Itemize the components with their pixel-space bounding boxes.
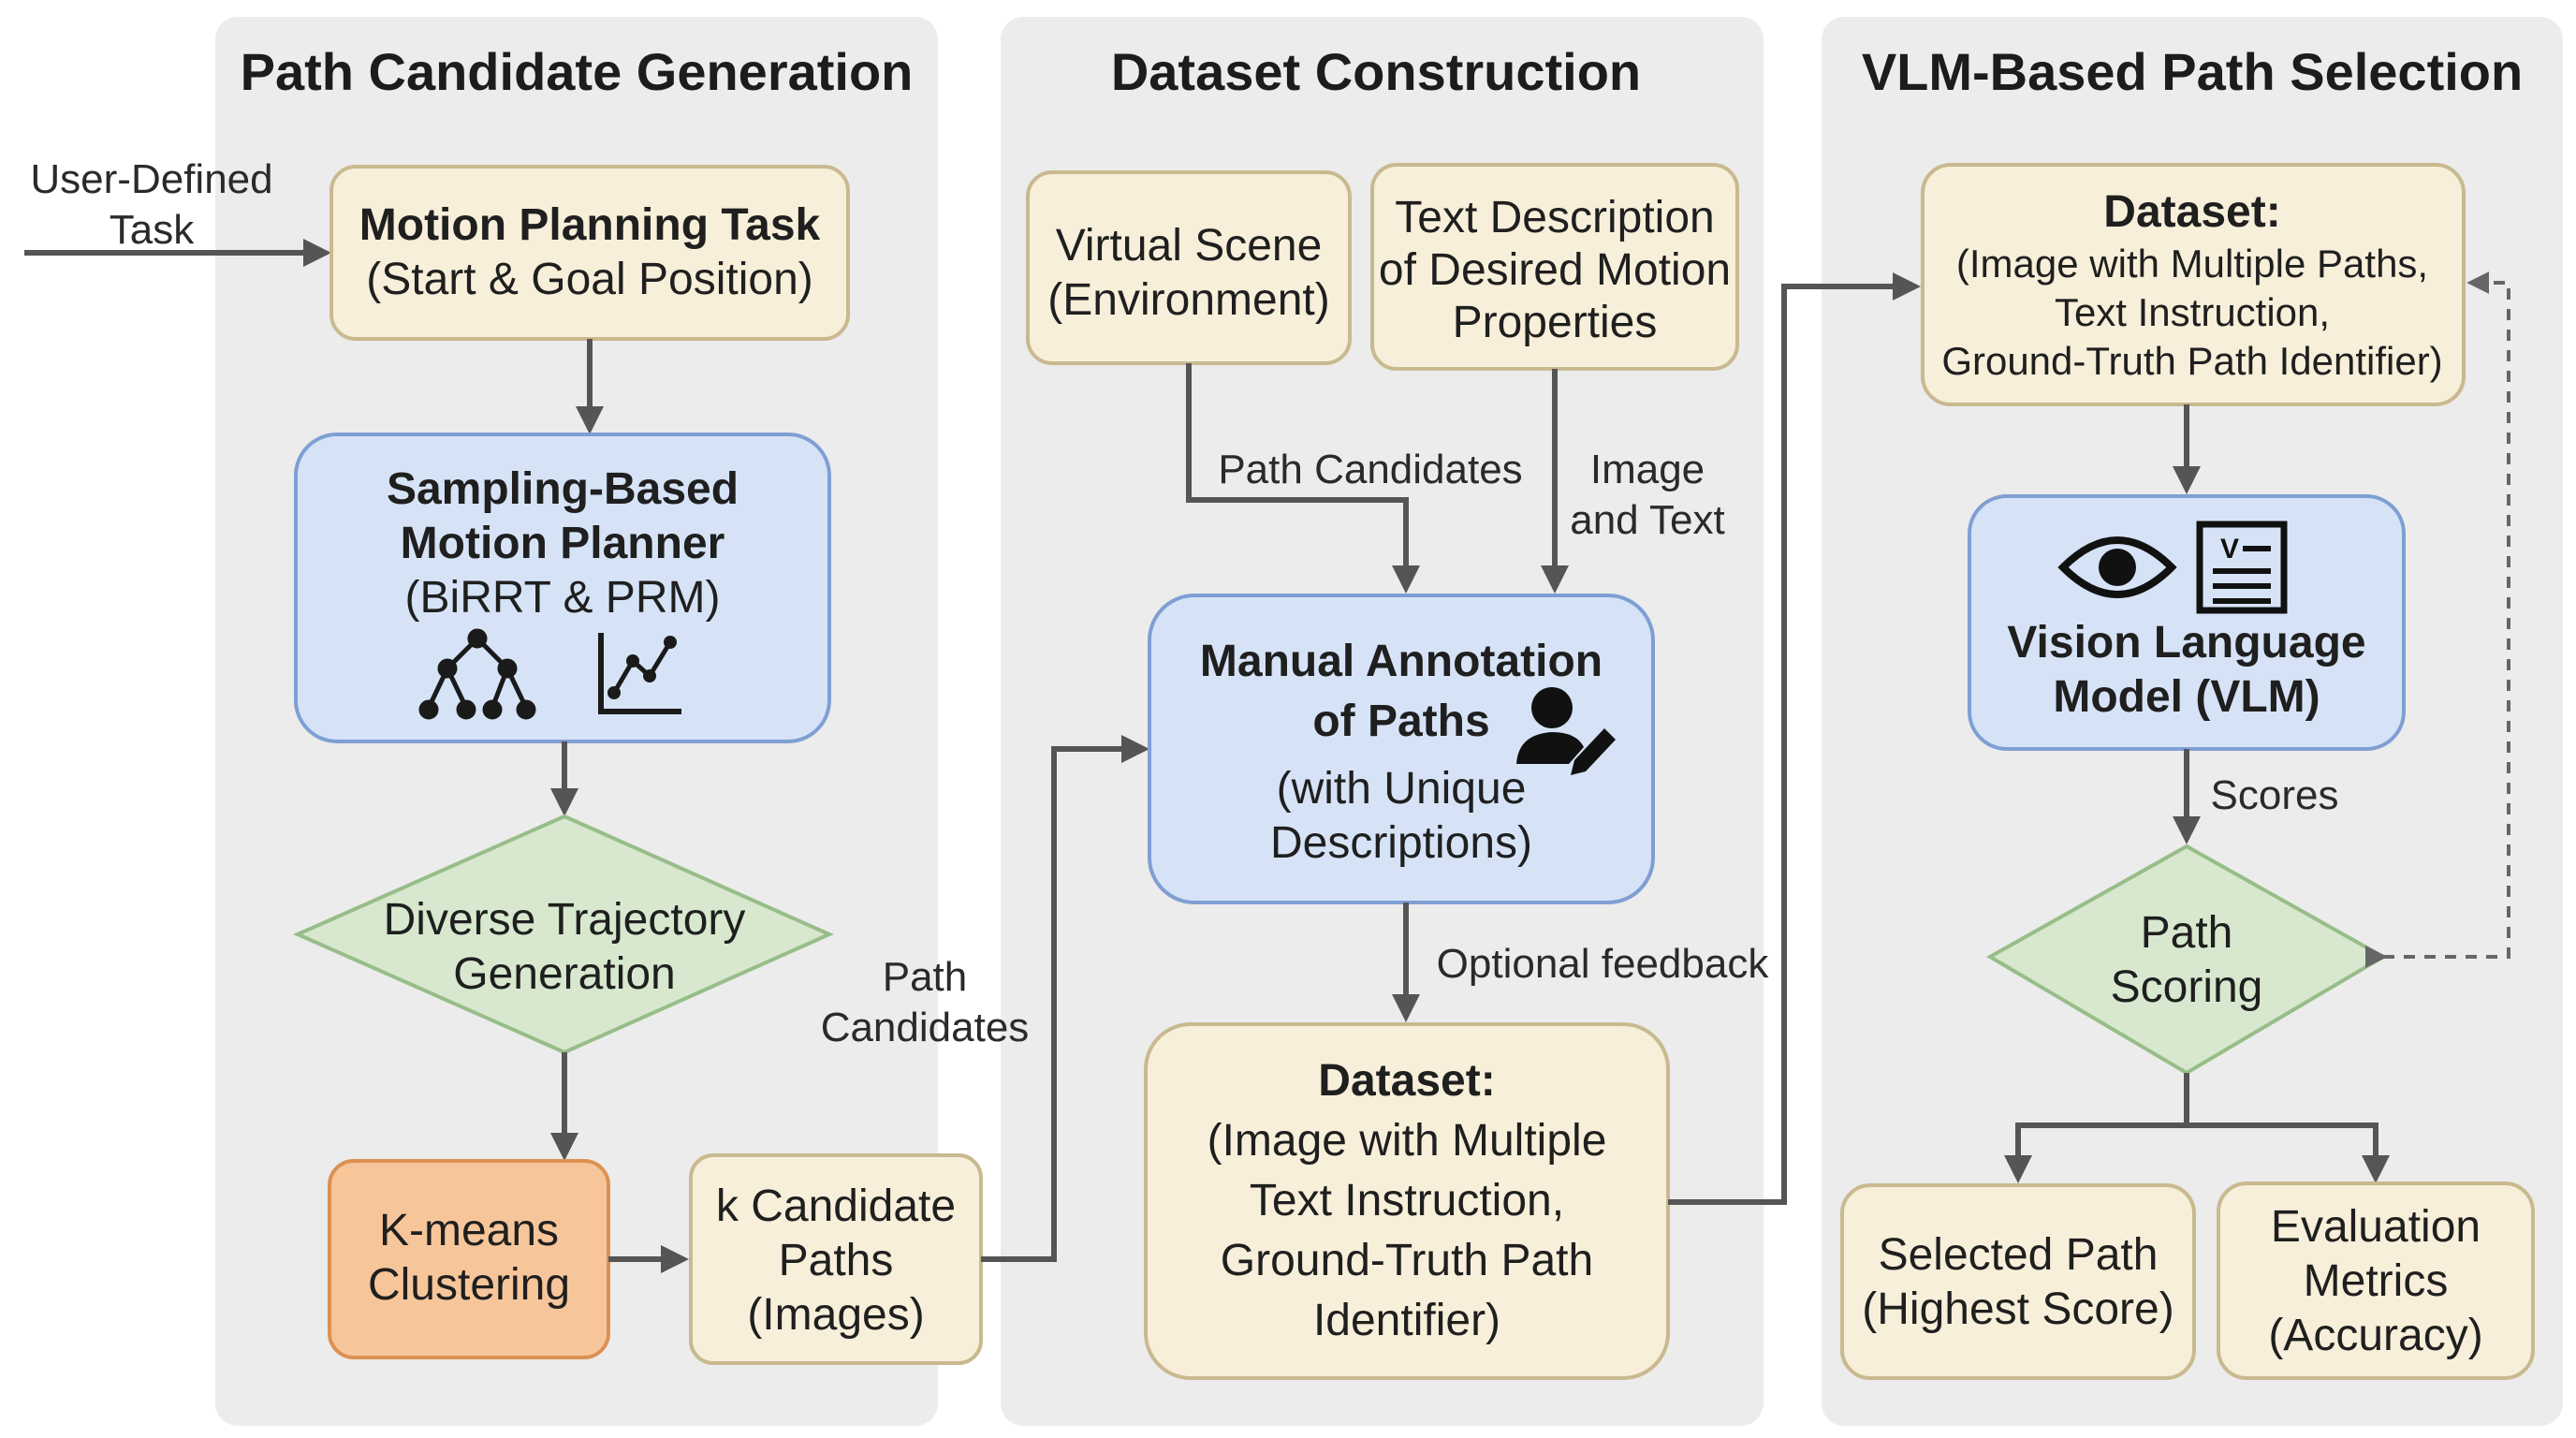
panel-title: VLM-Based Path Selection (1862, 42, 2523, 101)
node-text: Text Instruction, (1250, 1176, 1564, 1225)
node-selected-path: Selected Path (Highest Score) (1840, 1183, 2196, 1380)
arrow-to-annotation (981, 735, 1149, 1262)
node-text: Ground-Truth Path (1221, 1236, 1593, 1285)
node-text: Metrics (2304, 1256, 2449, 1306)
user-task-label: User-Defined (30, 156, 272, 202)
node-text: Virtual Scene (1056, 221, 1323, 271)
node-text: Motion Planning Task (359, 200, 821, 250)
svg-text:V: V (2220, 534, 2239, 565)
document-check-icon: V (2196, 521, 2288, 614)
node-text: Descriptions) (1270, 818, 1532, 868)
node-text: (with Unique (1277, 764, 1527, 814)
node-dataset-middle: Dataset: (Image with Multiple Text Instr… (1144, 1022, 1670, 1380)
node-text: Scoring (2111, 962, 2263, 1012)
edge-label-image-text: Image (1590, 447, 1705, 492)
node-text: Dataset: (2103, 187, 2280, 237)
arrow-path-candidates (1186, 363, 1420, 594)
node-text: (Image with Multiple Paths, (1956, 242, 2428, 286)
node-motion-planning-task: Motion Planning Task (Start & Goal Posit… (329, 165, 850, 341)
node-text: Evaluation (2271, 1202, 2481, 1252)
node-text: Identifier) (1313, 1296, 1500, 1345)
node-text: of Paths (1312, 697, 1489, 746)
node-dataset-right: Dataset: (Image with Multiple Paths, Tex… (1921, 163, 2466, 406)
node-diverse-trajectory-generation: Diverse Trajectory Generation (293, 814, 834, 1055)
node-text: Paths (779, 1236, 894, 1285)
node-text: Path (2141, 908, 2233, 958)
node-text: Diverse Trajectory (384, 895, 746, 945)
edge-label-path-candidates: Candidates (821, 1005, 1030, 1050)
node-text: Motion Planner (401, 519, 725, 568)
tree-graph-icon (418, 628, 536, 720)
node-text: (Images) (747, 1290, 924, 1340)
panel-title: Path Candidate Generation (241, 42, 914, 101)
node-text: of Desired Motion (1379, 245, 1731, 295)
edge-label-path-candidates: Path (883, 954, 968, 1000)
node-kmeans-clustering: K-means Clustering (328, 1159, 610, 1359)
node-text: Dataset: (1318, 1056, 1495, 1106)
edge-label-optional-feedback: Optional feedback (1437, 941, 1770, 987)
node-sampling-based-planner: Sampling-Based Motion Planner (BiRRT & P… (294, 433, 831, 743)
node-text: Text Description (1395, 193, 1714, 242)
node-text: Clustering (368, 1260, 570, 1310)
node-path-scoring: Path Scoring (1985, 844, 2388, 1076)
node-text: (Image with Multiple (1208, 1116, 1607, 1166)
node-text: Sampling-Based (387, 464, 739, 514)
arrow-to-vlm-dataset (1668, 272, 1921, 1205)
node-vlm: V Vision Language Model (VLM) (1968, 494, 2406, 751)
node-text: Properties (1453, 298, 1658, 347)
panel-title: Dataset Construction (1111, 42, 1641, 101)
edge-label-path-candidates: Path Candidates (1218, 447, 1522, 492)
node-text: Text Instruction, (2055, 290, 2330, 334)
node-k-candidate-paths: k Candidate Paths (Images) (689, 1153, 983, 1365)
arrow (2187, 1123, 2390, 1183)
dashed-feedback-loop (2364, 271, 2510, 968)
arrow (2004, 1073, 2189, 1183)
node-text: (Highest Score) (1862, 1284, 2174, 1334)
person-edit-icon (1516, 687, 1616, 775)
eye-icon (2057, 536, 2177, 598)
node-text: Model (VLM) (2053, 672, 2320, 722)
node-text: Generation (453, 949, 676, 999)
edge-label-image-text: and Text (1570, 497, 1725, 543)
node-text: K-means (379, 1206, 559, 1255)
node-evaluation-metrics: Evaluation Metrics (Accuracy) (2217, 1181, 2535, 1380)
node-text-description: Text Description of Desired Motion Prope… (1370, 163, 1739, 371)
node-text: Ground-Truth Path Identifier) (1941, 339, 2442, 383)
node-text: Manual Annotation (1200, 637, 1603, 686)
node-text: Vision Language (2007, 618, 2365, 668)
node-manual-annotation: Manual Annotation of Paths (with Unique … (1148, 594, 1655, 904)
node-text: (BiRRT & PRM) (405, 573, 721, 623)
node-text: (Accuracy) (2268, 1311, 2482, 1360)
line-chart-icon (598, 633, 681, 714)
user-task-label: Task (110, 207, 195, 253)
node-text: (Start & Goal Position) (366, 255, 813, 304)
node-text: Selected Path (1879, 1230, 2159, 1280)
node-text: k Candidate (716, 1181, 956, 1231)
node-virtual-scene: Virtual Scene (Environment) (1026, 170, 1352, 365)
edge-label-scores: Scores (2211, 772, 2339, 818)
node-text: (Environment) (1047, 275, 1329, 325)
